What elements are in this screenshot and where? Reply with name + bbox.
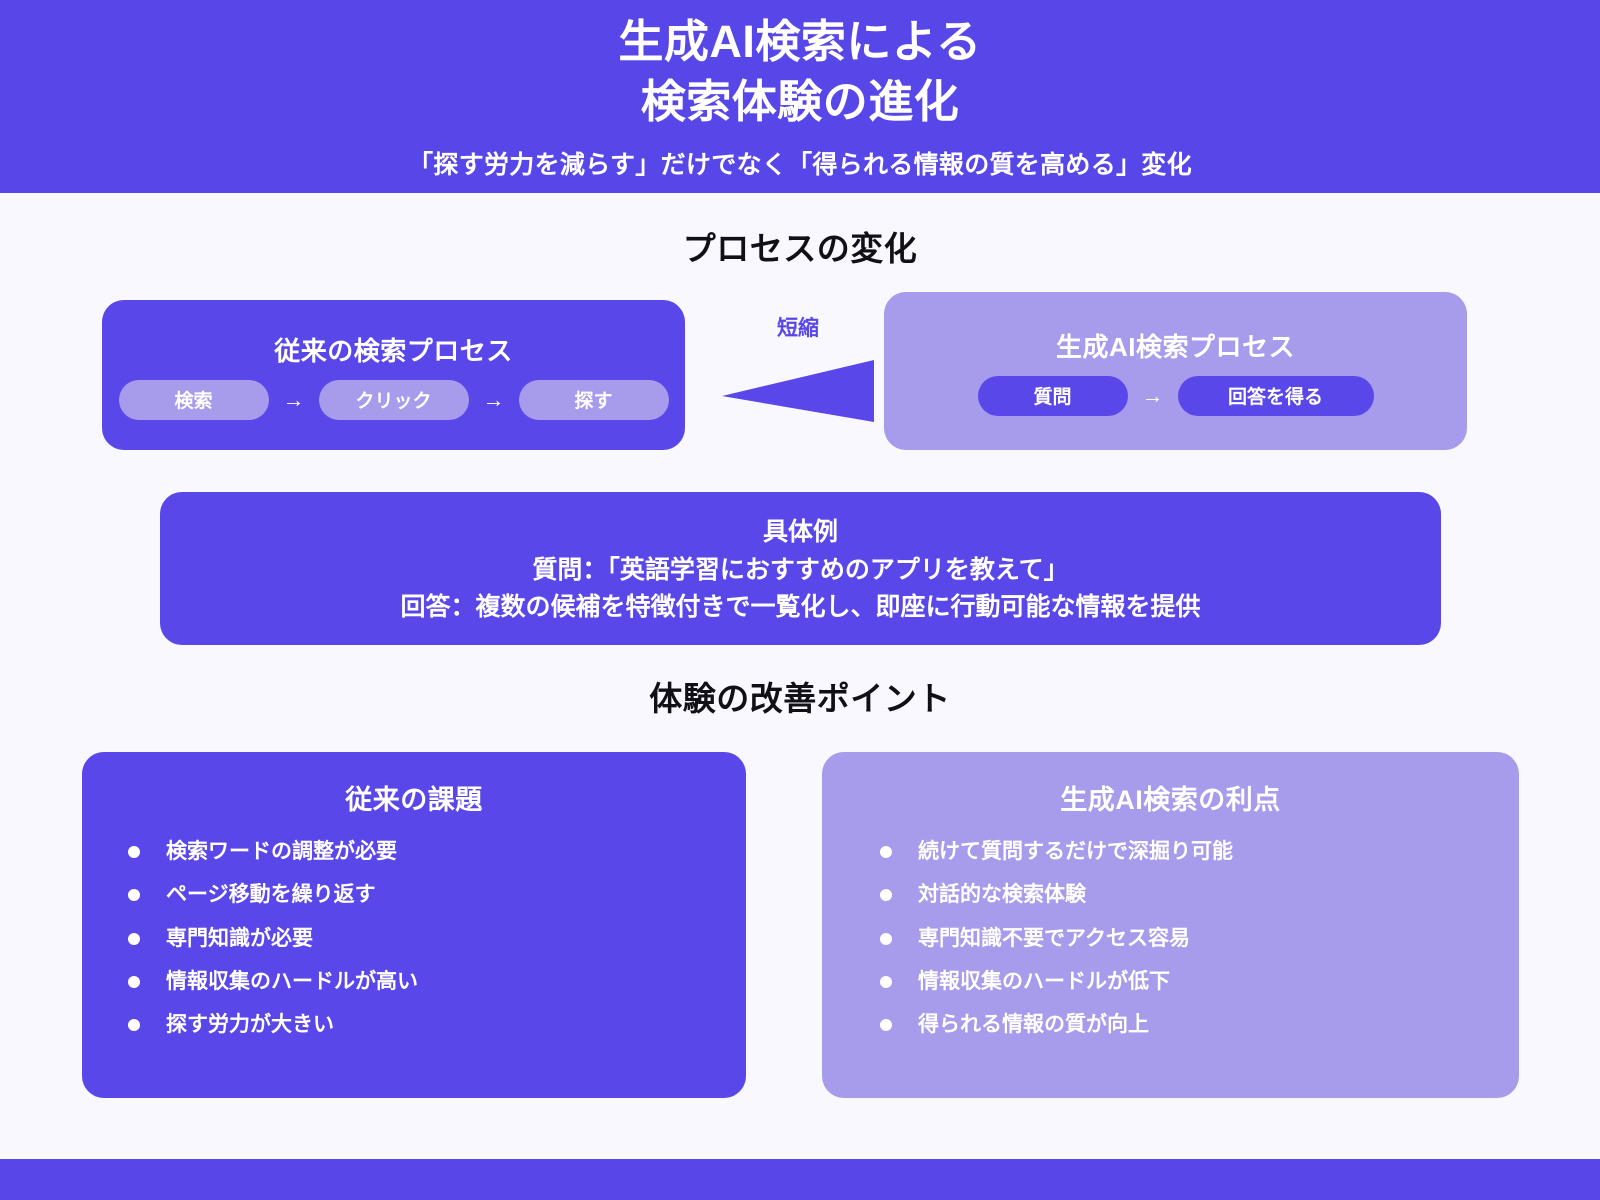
ai-benefits-card: 生成AI検索の利点 続けて質問するだけで深掘り可能 対話的な検索体験 専門知識不… — [822, 752, 1519, 1098]
bullet-icon — [128, 889, 140, 902]
ai-process-steps: 質問 → 回答を得る — [977, 375, 1374, 416]
legacy-problems-list: 検索ワードの調整が必要 ページ移動を繰り返す 専門知識が必要 情報収集のハードル… — [82, 839, 746, 1038]
page-title-line-1: 生成AI検索による — [618, 15, 982, 67]
ai-step-get-answer: 回答を得る — [1177, 375, 1374, 416]
list-item-label: 専門知識が必要 — [166, 926, 313, 950]
legacy-process-steps: 検索 → クリック → 探す — [118, 379, 669, 420]
ai-step-question: 質問 — [977, 375, 1128, 416]
list-item: 得られる情報の質が向上 — [880, 1012, 1519, 1038]
section-heading-process: プロセスの変化 — [682, 230, 918, 267]
bullet-icon — [880, 889, 892, 902]
list-item-label: 得られる情報の質が向上 — [918, 1013, 1149, 1036]
legacy-process-card: 従来の検索プロセス 検索 → クリック → 探す — [102, 300, 685, 450]
page-header: 生成AI検索による 検索体験の進化 「探す労力を減らす」だけでなく「得られる情報… — [0, 0, 1600, 193]
section-heading-improvements: 体験の改善ポイント — [649, 680, 951, 717]
step-arrow-icon: → — [282, 386, 305, 412]
example-box: 具体例 質問：「英語学習におすすめのアプリを教えて」 回答：複数の候補を特徴付き… — [160, 492, 1441, 645]
bullet-icon — [880, 932, 892, 945]
list-item-label: ページ移動を繰り返す — [166, 883, 376, 907]
bullet-icon — [880, 975, 892, 988]
footer-bar — [0, 1159, 1600, 1200]
shortening-arrow-label: 短縮 — [777, 317, 819, 340]
list-item-label: 検索ワードの調整が必要 — [166, 840, 397, 863]
page-subtitle: 「探す労力を減らす」だけでなく「得られる情報の質を高める」変化 — [408, 151, 1192, 180]
list-item: 専門知識が必要 — [128, 926, 746, 952]
list-item: 続けて質問するだけで深掘り可能 — [880, 839, 1519, 865]
step-arrow-icon: → — [1141, 382, 1164, 408]
list-item: 情報収集のハードルが低下 — [880, 969, 1519, 995]
page-title-line-2: 検索体験の進化 — [640, 75, 960, 127]
legacy-step-search: 検索 — [118, 379, 269, 420]
ai-benefits-title: 生成AI検索の利点 — [1060, 785, 1281, 815]
step-arrow-icon: → — [482, 386, 505, 412]
bullet-icon — [880, 846, 892, 858]
legacy-step-click: クリック — [318, 379, 469, 420]
left-arrow-icon — [722, 360, 874, 422]
list-item: 対話的な検索体験 — [880, 882, 1519, 908]
example-title: 具体例 — [762, 518, 838, 547]
list-item-label: 情報収集のハードルが高い — [166, 969, 418, 993]
bullet-icon — [880, 1019, 892, 1031]
ai-process-title: 生成AI検索プロセス — [1055, 331, 1295, 362]
legacy-process-title: 従来の検索プロセス — [274, 335, 513, 366]
legacy-step-find: 探す — [518, 379, 669, 420]
ai-benefits-list: 続けて質問するだけで深掘り可能 対話的な検索体験 専門知識不要でアクセス容易 情… — [822, 839, 1519, 1038]
list-item-label: 続けて質問するだけで深掘り可能 — [918, 840, 1233, 863]
page-title: 生成AI検索による 検索体験の進化 — [618, 12, 981, 132]
legacy-problems-title: 従来の課題 — [345, 785, 483, 815]
bullet-icon — [128, 975, 140, 988]
bullet-icon — [128, 1019, 140, 1031]
list-item-label: 探す労力が大きい — [166, 1013, 334, 1036]
list-item: 専門知識不要でアクセス容易 — [880, 926, 1519, 952]
ai-process-card: 生成AI検索プロセス 質問 → 回答を得る — [884, 292, 1467, 450]
list-item-label: 対話的な検索体験 — [918, 883, 1086, 907]
list-item: 検索ワードの調整が必要 — [128, 839, 746, 865]
list-item-label: 専門知識不要でアクセス容易 — [918, 926, 1190, 950]
legacy-problems-card: 従来の課題 検索ワードの調整が必要 ページ移動を繰り返す 専門知識が必要 情報収… — [82, 752, 746, 1098]
list-item-label: 情報収集のハードルが低下 — [918, 969, 1170, 993]
list-item: ページ移動を繰り返す — [128, 882, 746, 908]
example-question: 質問：「英語学習におすすめのアプリを教えて」 — [532, 556, 1069, 585]
example-answer: 回答：複数の候補を特徴付きで一覧化し、即座に行動可能な情報を提供 — [400, 592, 1201, 621]
list-item: 探す労力が大きい — [128, 1012, 746, 1038]
bullet-icon — [128, 846, 140, 858]
bullet-icon — [128, 932, 140, 945]
shortening-arrow-group: 短縮 — [712, 312, 884, 422]
list-item: 情報収集のハードルが高い — [128, 969, 746, 995]
